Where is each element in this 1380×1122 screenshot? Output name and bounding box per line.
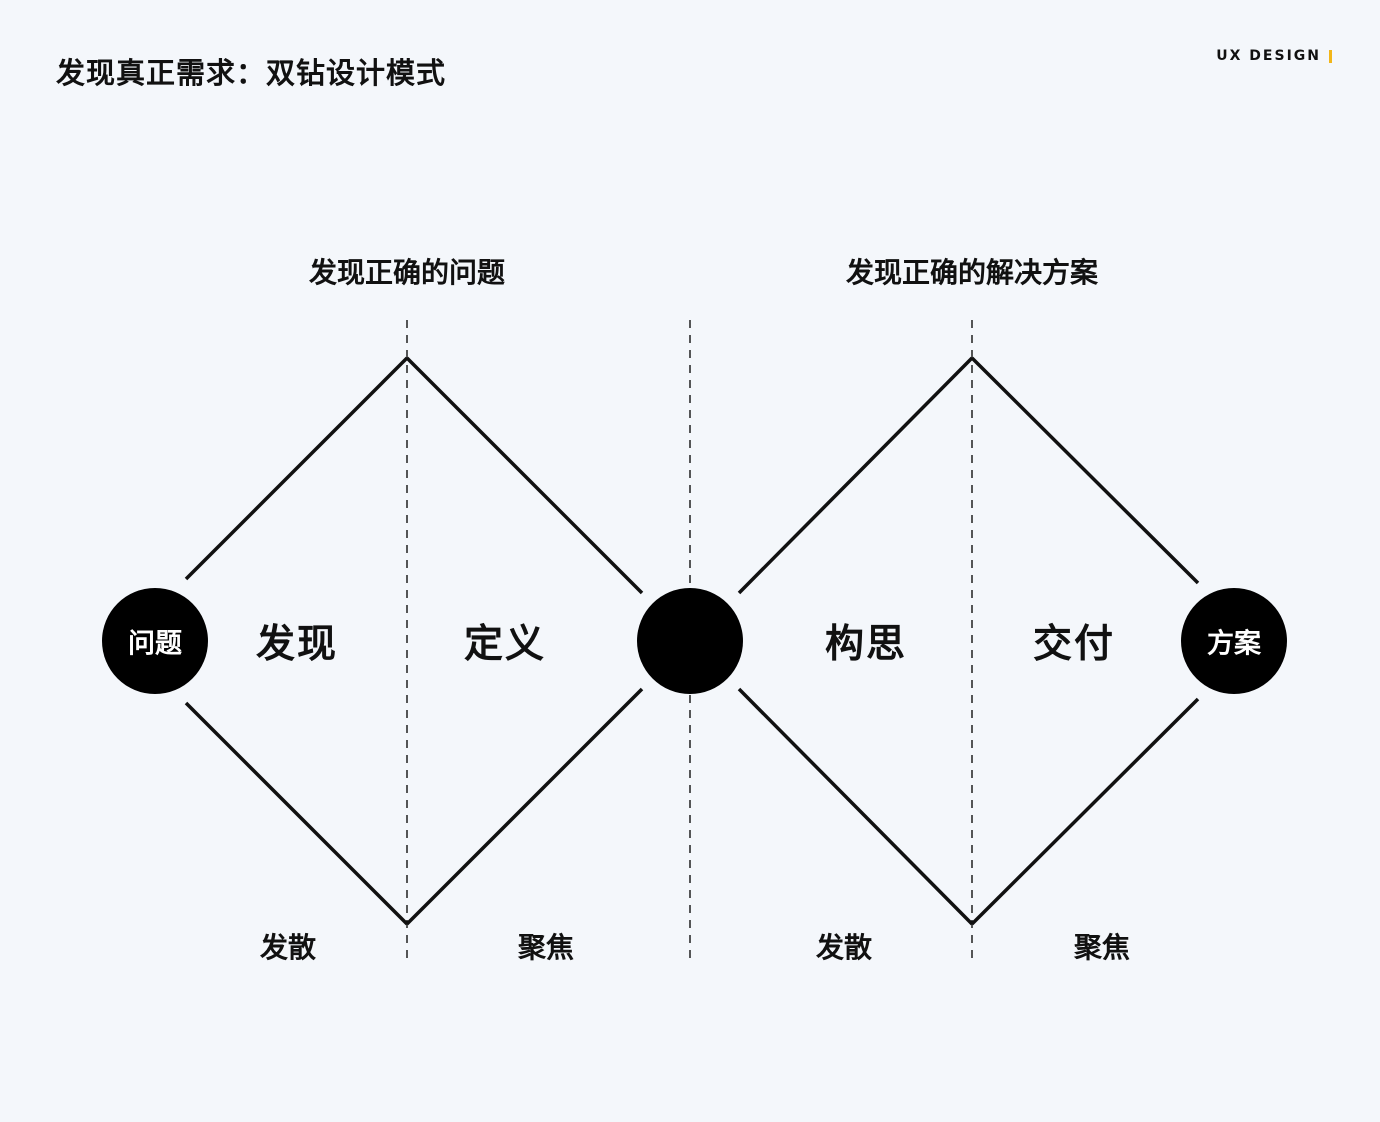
right-diamond-upper-right-edge <box>970 356 1200 585</box>
phase-deliver: 交付 <box>1032 622 1116 667</box>
mode-converge-solution: 聚焦 <box>1073 931 1131 964</box>
left-diamond-upper-right-edge <box>405 356 644 595</box>
left-diamond-upper-left-edge <box>184 356 409 581</box>
mode-diverge-solution: 发散 <box>815 931 873 964</box>
brand-accent-bar <box>1329 49 1332 63</box>
phase-discover: 发现 <box>255 622 339 667</box>
phase-define: 定义 <box>463 622 547 667</box>
brand: UX DESIGN <box>1216 48 1332 64</box>
page-title: 发现真正需求：双钻设计模式 <box>56 56 447 90</box>
right-diamond-upper-left-edge <box>737 356 974 595</box>
mode-converge-problem: 聚焦 <box>517 931 575 964</box>
start-node-label: 问题 <box>128 628 182 660</box>
phase-develop: 构思 <box>824 622 908 667</box>
section-header-problem: 发现正确的问题 <box>308 256 506 289</box>
brand-text: UX DESIGN <box>1216 48 1321 64</box>
end-node-label: 方案 <box>1207 628 1261 660</box>
section-header-solution: 发现正确的解决方案 <box>845 256 1099 289</box>
left-diamond-lower-left-edge <box>184 701 409 926</box>
middle-node <box>637 588 743 694</box>
left-diamond-lower-right-edge <box>405 687 644 926</box>
end-node <box>1181 588 1287 694</box>
mode-diverge-problem: 发散 <box>259 931 317 964</box>
right-diamond-lower-left-edge <box>737 687 974 926</box>
start-node <box>102 588 208 694</box>
right-diamond-lower-right-edge <box>970 697 1200 926</box>
